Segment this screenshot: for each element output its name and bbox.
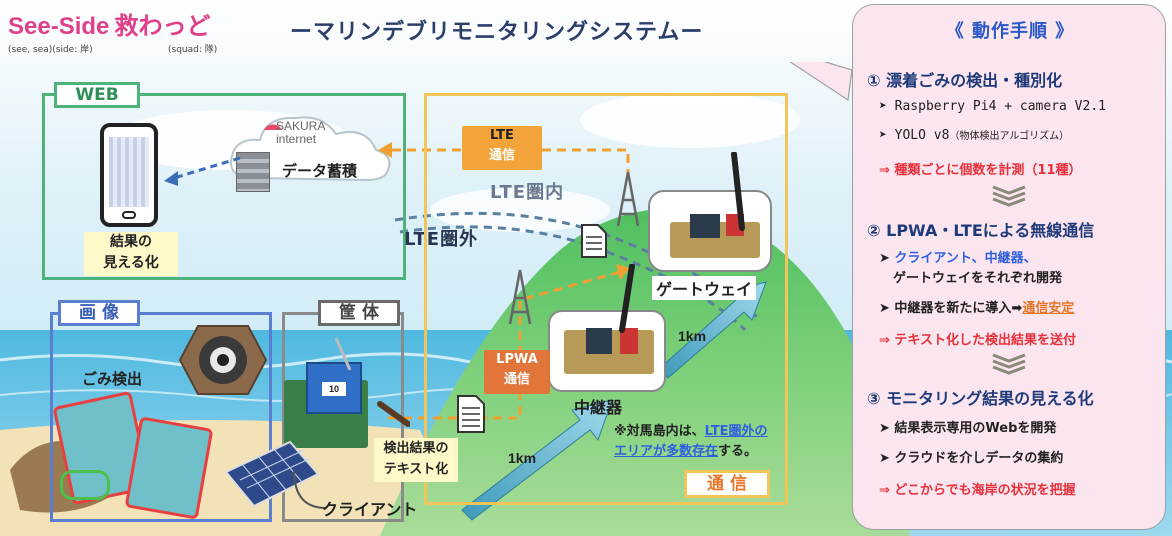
step3-item1: ➤ 結果表示専用のWebを開発 xyxy=(879,417,1056,436)
step1-item2-text: YOLO v8 xyxy=(895,128,950,143)
bullet-icon: ➤ xyxy=(879,251,894,266)
bullet-icon: ➤ xyxy=(879,301,894,316)
step3-item2: ➤ クラウドを介しデータの集約 xyxy=(879,447,1063,466)
bullet-icon: ➤ xyxy=(879,99,895,114)
step3-title: ③ モニタリング結果の見える化 xyxy=(867,385,1094,409)
procedure-panel: 《 動作手順 》 ① 漂着ごみの検出・種別化 ➤ Raspberry Pi4 +… xyxy=(852,4,1166,530)
housing-section-label: 筐 体 xyxy=(318,300,400,326)
step1-result: ⇒ 種類ごとに個数を計測（11種） xyxy=(879,159,1082,178)
image-section-label: 画 像 xyxy=(58,300,140,326)
comm-section-label: 通 信 xyxy=(684,470,770,498)
step1-item1: ➤ Raspberry Pi4 + camera V2.1 xyxy=(879,99,1106,114)
island-note-post: する。 xyxy=(718,444,757,459)
client-label: クライアント xyxy=(322,496,417,520)
step3-result: ⇒ どこからでも海岸の状況を把握 xyxy=(879,479,1076,498)
detected-trash-box xyxy=(60,470,110,500)
step3-item2-text: クラウドを介しデータの集約 xyxy=(894,451,1063,466)
island-note-pre: ※対馬島内は、 xyxy=(614,424,705,439)
step2-result: ⇒ テキスト化した検出結果を送付 xyxy=(879,329,1076,348)
island-note-link1: LTE圏外の xyxy=(705,424,768,439)
bullet-icon: ➤ xyxy=(879,451,894,466)
chevron-down-icon xyxy=(991,185,1027,207)
detected-trash-box xyxy=(125,416,214,519)
cloud-to-phone-arrow xyxy=(174,158,240,178)
bullet-icon: ➤ xyxy=(879,421,894,436)
step1-item2-note: （物体検出アルゴリズム） xyxy=(949,131,1069,142)
procedure-title: 《 動作手順 》 xyxy=(853,17,1167,43)
step1-item1-text: Raspberry Pi4 + camera V2.1 xyxy=(895,99,1106,114)
chevron-down-icon xyxy=(991,353,1027,375)
island-note-link2: エリアが多数存在 xyxy=(614,444,718,459)
bullet-icon: ➤ xyxy=(879,128,895,143)
detect-text-line1: 検出結果の xyxy=(374,438,458,459)
step2-item1-blue2: ゲートウェイ xyxy=(879,271,971,286)
client-antenna-icon xyxy=(330,334,410,444)
step1-title: ① 漂着ごみの検出・種別化 xyxy=(867,67,1062,91)
step2-item2-link: 通信安定 xyxy=(1022,301,1074,316)
step2-item2: ➤ 中継器を新たに導入➡通信安定 xyxy=(879,297,1074,316)
step2-item1-rest: をそれぞれ開発 xyxy=(971,271,1062,286)
island-note: ※対馬島内は、LTE圏外の エリアが多数存在する。 xyxy=(614,422,824,462)
step2-item1-blue: クライアント、中継器、 xyxy=(894,251,1036,266)
step1-item2: ➤ YOLO v8（物体検出アルゴリズム） xyxy=(879,127,1069,143)
detect-text-label: 検出結果の テキスト化 xyxy=(374,438,458,482)
detect-text-line2: テキスト化 xyxy=(374,459,458,480)
camera-lens-icon xyxy=(178,322,268,398)
step2-title: ② LPWA・LTEによる無線通信 xyxy=(867,217,1094,241)
step2-item1: ➤ クライアント、中継器、 ゲートウェイをそれぞれ開発 xyxy=(879,249,1062,289)
trash-detect-label: ごみ検出 xyxy=(82,368,142,389)
step3-item1-text: 結果表示専用のWebを開発 xyxy=(894,421,1056,436)
step2-item2-pre: 中継器を新たに導入➡ xyxy=(894,301,1022,316)
